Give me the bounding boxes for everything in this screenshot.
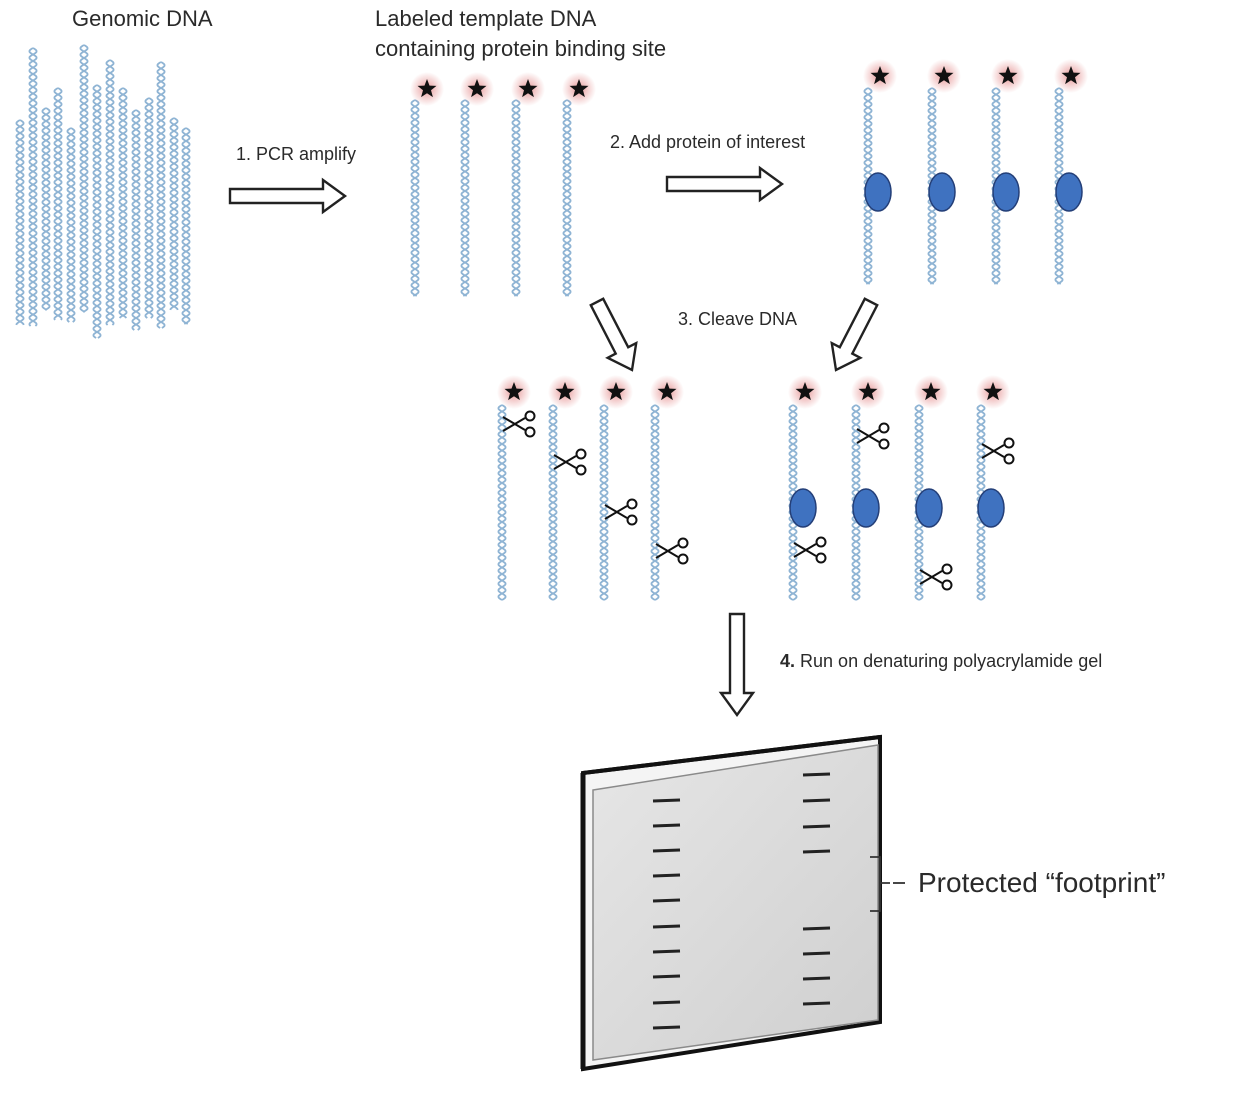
arrow-step2 (665, 165, 785, 203)
genomic-dna-strand (41, 107, 51, 311)
star-icon (1054, 59, 1088, 93)
star-icon (914, 375, 948, 409)
gel-band (652, 823, 681, 828)
gel-surface (592, 744, 879, 1061)
genomic-dna-strand (79, 44, 89, 313)
star-icon (410, 72, 444, 106)
dna-strands (15, 44, 1064, 601)
template-dna-strand (410, 99, 420, 297)
star-icon (460, 72, 494, 106)
gel-band (802, 772, 831, 777)
cleaved-dna-strand (599, 404, 609, 601)
scissors-icon (502, 410, 536, 438)
gel-band (802, 798, 831, 803)
template-dna-strand (511, 99, 521, 297)
step2-label: 2. Add protein of interest (610, 132, 806, 152)
genomic-dna-strand (169, 117, 179, 311)
gel-band (802, 951, 831, 956)
star-icon (650, 375, 684, 409)
star-icon (599, 375, 633, 409)
arrow-step3-left (589, 297, 638, 372)
footprint-label: Protected “footprint” (918, 867, 1166, 898)
scissors-icon (981, 437, 1015, 465)
label-stars (410, 59, 1088, 409)
protein-ellipse (864, 172, 892, 212)
gel-band (652, 848, 681, 853)
cleaved-dna-strand (650, 404, 660, 601)
step3-label: 3. Cleave DNA (678, 309, 798, 329)
scissors-icon (919, 563, 953, 591)
step4-text: Run on denaturing polyacrylamide gel (800, 651, 1103, 671)
gel-band (652, 974, 681, 979)
protein-ellipse (852, 488, 880, 528)
gel-band (652, 873, 681, 878)
bound-proteins (789, 172, 1083, 528)
genomic-dna-strand (181, 127, 191, 325)
arrow-step3-right (830, 297, 879, 372)
protein-ellipse (789, 488, 817, 528)
star-icon (851, 375, 885, 409)
star-icon (991, 59, 1025, 93)
star-icon (788, 375, 822, 409)
scissors-icon (553, 448, 587, 476)
cleaved-dna-strand (497, 404, 507, 601)
star-icon (562, 72, 596, 106)
star-icon (927, 59, 961, 93)
protein-ellipse (915, 488, 943, 528)
gel-band (652, 949, 681, 954)
footprint-bracket (870, 856, 890, 912)
cleavage-sites (502, 410, 1015, 591)
gel-band (652, 898, 681, 903)
genomic-dna-strand (105, 59, 115, 326)
gel (580, 734, 905, 1072)
scissors-icon (604, 498, 638, 526)
gel-edge (582, 735, 881, 775)
genomic-dna-strand (66, 127, 76, 323)
gel-band (652, 924, 681, 929)
gel-band (652, 1000, 681, 1005)
cleaved-dna-strand (548, 404, 558, 601)
template-dna-strand (562, 99, 572, 297)
genomic-dna-strand (131, 109, 141, 331)
genomic-dna-strand (53, 87, 63, 321)
star-icon (863, 59, 897, 93)
arrow-step1 (228, 177, 348, 215)
genomic-dna-label: Genomic DNA (72, 6, 213, 31)
labeled-template-label-line1: Labeled template DNA (375, 6, 597, 31)
star-icon (976, 375, 1010, 409)
star-icon (497, 375, 531, 409)
gel-band (652, 798, 681, 803)
genomic-dna-strand (28, 47, 38, 327)
gel-band (802, 849, 831, 854)
protein-ellipse (977, 488, 1005, 528)
step4-label: 4. Run on denaturing polyacrylamide gel (780, 651, 1102, 672)
gel-band (652, 1025, 681, 1030)
star-icon (511, 72, 545, 106)
gel-band (802, 824, 831, 829)
labeled-template-label-line2: containing protein binding site (375, 36, 667, 61)
gel-band (802, 976, 831, 981)
process-arrows (228, 165, 879, 718)
genomic-dna-strand (144, 97, 154, 319)
scissors-icon (655, 537, 689, 565)
protein-ellipse (1055, 172, 1083, 212)
protein-ellipse (928, 172, 956, 212)
scissors-icon (793, 536, 827, 564)
gel-band (802, 1001, 831, 1006)
arrow-step4 (718, 612, 756, 718)
step1-label: 1. PCR amplify (236, 144, 357, 164)
step4-number: 4. (780, 651, 796, 671)
protein-ellipse (992, 172, 1020, 212)
star-icon (548, 375, 582, 409)
scissors-icon (856, 422, 890, 450)
genomic-dna-strand (15, 119, 25, 326)
gel-band (802, 926, 831, 931)
template-dna-strand (460, 99, 470, 297)
genomic-dna-strand (156, 61, 166, 329)
genomic-dna-strand (118, 87, 128, 319)
genomic-dna-strand (92, 84, 102, 339)
